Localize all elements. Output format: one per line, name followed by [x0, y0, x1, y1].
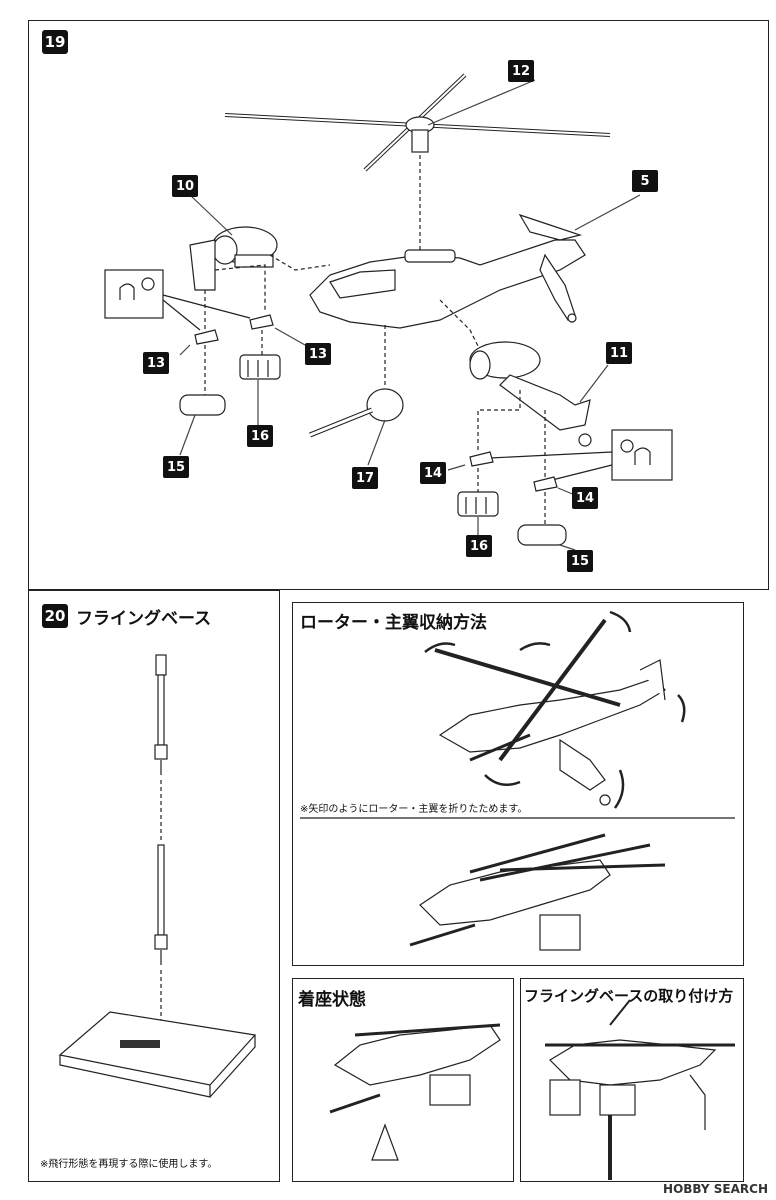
landed-panel — [292, 978, 514, 1182]
fold-arrows — [424, 610, 686, 809]
part-label-13a: 13 — [143, 352, 169, 374]
step-20-number: 20 — [42, 604, 68, 628]
flying-base-drawing — [58, 654, 257, 1098]
mount-title: フライングベースの取り付け方 — [524, 987, 734, 1005]
storage-helicopter-drawing — [434, 618, 666, 806]
part-label-16b: 16 — [466, 535, 492, 557]
part-label-14a: 14 — [420, 462, 446, 484]
folded-helicopter-drawing — [409, 833, 666, 951]
step-20-panel — [28, 590, 280, 1182]
left-engine-drawing — [189, 226, 278, 291]
landed-helicopter-drawing — [329, 1023, 501, 1161]
part-label-17: 17 — [352, 467, 378, 489]
storage-title: ローター・主翼収納方法 — [300, 613, 487, 633]
fuselage-drawing — [309, 213, 586, 329]
part-label-13b: 13 — [305, 343, 331, 365]
part-label-15b: 15 — [567, 550, 593, 572]
part-label-5: 5 — [632, 170, 658, 192]
part-label-12: 12 — [508, 60, 534, 82]
part-label-10: 10 — [172, 175, 198, 197]
mount-helicopter-drawing — [545, 999, 735, 1180]
step-19-number: 19 — [42, 30, 68, 54]
landed-title: 着座状態 — [298, 990, 366, 1010]
right-engine-drawing — [469, 341, 592, 447]
step-20-note: ※飛行形態を再現する際に使用します。 — [40, 1159, 218, 1170]
storage-note: ※矢印のようにローター・主翼を折りたためます。 — [300, 804, 528, 815]
main-rotor-drawing — [224, 73, 611, 172]
part-label-11: 11 — [606, 342, 632, 364]
part-label-15a: 15 — [163, 456, 189, 478]
watermark: HOBBY SEARCH — [663, 1182, 768, 1196]
step-20-title: フライングベース — [76, 609, 212, 629]
part-label-16a: 16 — [247, 425, 273, 447]
part-label-14b: 14 — [572, 487, 598, 509]
